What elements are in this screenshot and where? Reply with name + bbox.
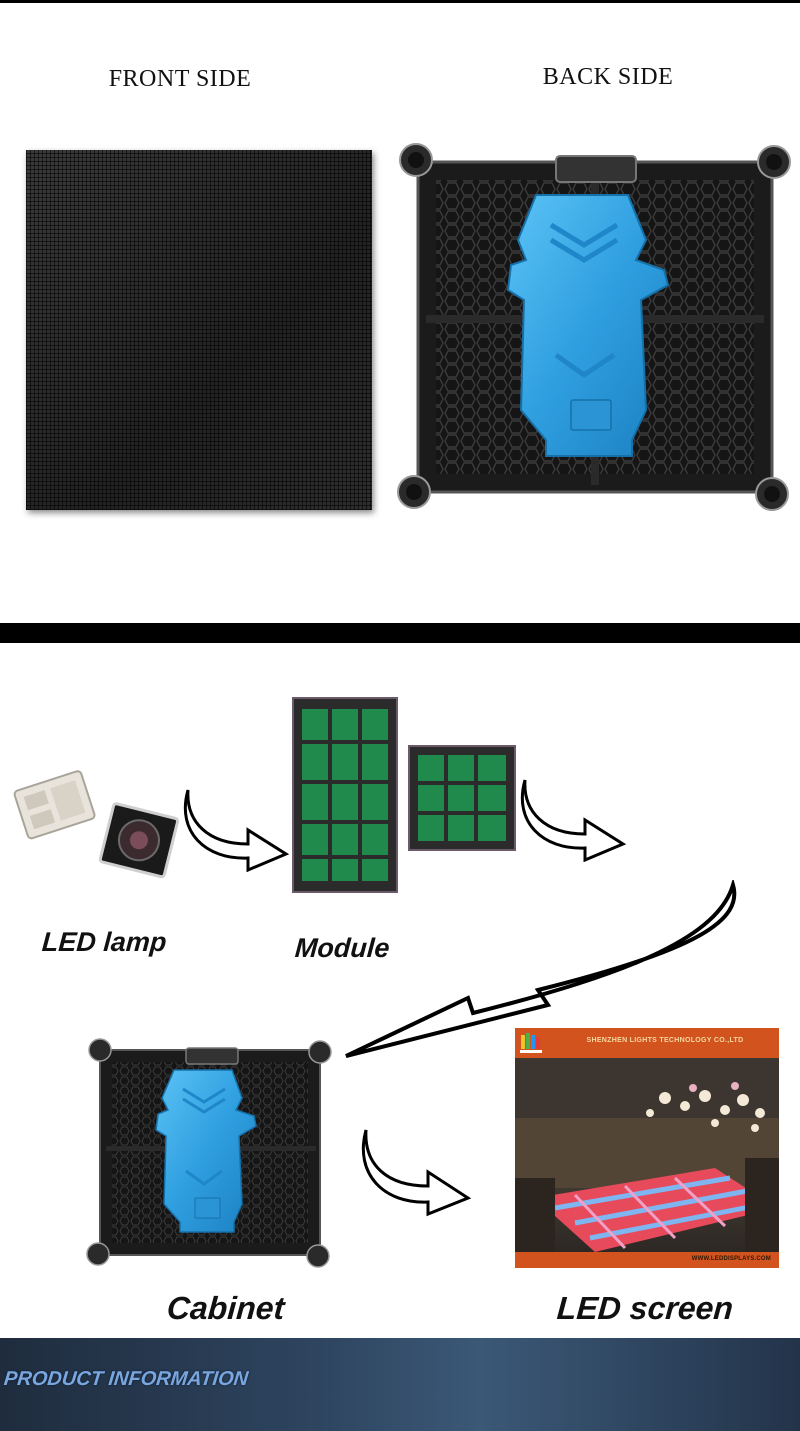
arrow-cabinet-to-screen-icon <box>361 1129 472 1217</box>
dance-floor-scene <box>515 1058 779 1252</box>
arrow-module-to-next-icon <box>520 779 627 862</box>
screen-photo-company: SHENZHEN LIGHTS TECHNOLOGY CO.,LTD <box>586 1037 744 1044</box>
module-large-image <box>292 697 398 893</box>
arrow-to-cabinet-icon <box>345 880 737 1058</box>
led-lamp-image <box>13 770 180 879</box>
arrow-lamp-to-module-icon <box>183 789 290 872</box>
screen-photo-header: SHENZHEN LIGHTS TECHNOLOGY CO.,LTD <box>515 1028 779 1058</box>
led-screen-label: LED screen <box>555 1290 735 1326</box>
section-divider <box>0 623 800 643</box>
top-rule <box>0 0 800 3</box>
cabinet-image <box>86 1038 332 1268</box>
product-information-title: PRODUCT INFORMATION <box>2 1368 250 1390</box>
led-screen-photo: SHENZHEN LIGHTS TECHNOLOGY CO.,LTD <box>515 1028 779 1268</box>
company-logo-icon <box>520 1033 542 1053</box>
module-label: Module <box>293 933 391 963</box>
front-led-panel-image <box>26 150 372 510</box>
front-side-title: FRONT SIDE <box>108 66 252 92</box>
module-small-image <box>408 745 516 851</box>
screen-photo-footer: WWW.LEDDISPLAYS.COM <box>515 1252 779 1268</box>
back-side-title: BACK SIDE <box>542 64 674 90</box>
cabinet-label: Cabinet <box>165 1290 286 1326</box>
screen-photo-url: WWW.LEDDISPLAYS.COM <box>691 1256 771 1262</box>
product-information-banner: PRODUCT INFORMATION <box>0 1338 800 1431</box>
back-cabinet-image <box>397 143 791 511</box>
led-lamp-label: LED lamp <box>40 927 168 957</box>
